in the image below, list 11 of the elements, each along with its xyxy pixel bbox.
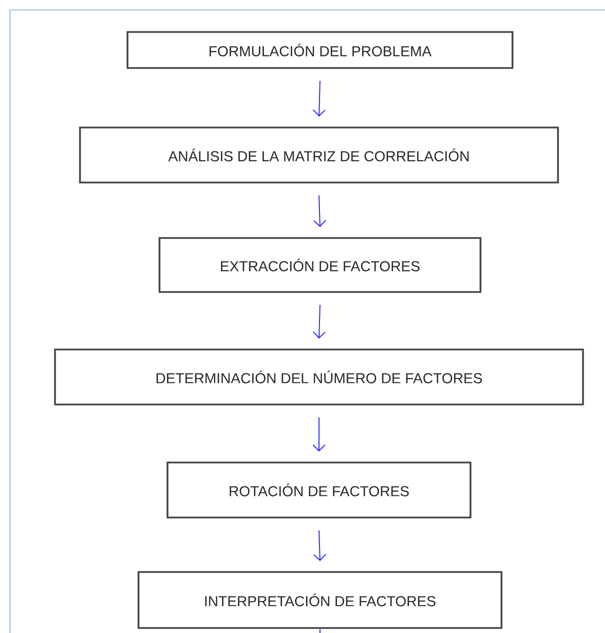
arrow <box>312 80 326 117</box>
process-box: ROTACIÓN DE FACTORES <box>166 462 472 518</box>
process-box: FORMULACIÓN DEL PROBLEMA <box>126 31 514 69</box>
process-box: ANÁLISIS DE LA MATRIZ DE CORRELACIÓN <box>79 126 559 184</box>
process-box: DETERMINACIÓN DEL NÚMERO DE FACTORES <box>54 348 584 406</box>
arrow <box>313 194 326 228</box>
process-box: EXTRACCIÓN DE FACTORES <box>158 237 482 293</box>
process-box: INTERPRETACIÓN DE FACTORES <box>138 571 502 629</box>
arrow <box>312 416 326 452</box>
arrow <box>313 530 326 562</box>
arrow <box>312 304 326 339</box>
